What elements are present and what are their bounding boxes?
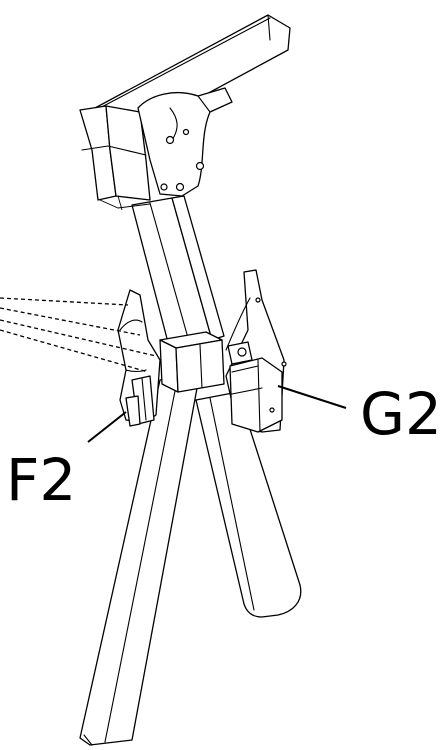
- top-head: [79, 14, 291, 211]
- collar-block: [159, 331, 225, 393]
- callout-f2: F2: [6, 446, 76, 514]
- leader-line-f2: [87, 411, 127, 443]
- rear-leg: [195, 391, 302, 618]
- leader-line-g2: [277, 385, 347, 409]
- callout-g2: G2: [360, 380, 442, 448]
- g2-bracket: [225, 269, 287, 433]
- front-leg: [79, 371, 201, 746]
- alignment-lines: [0, 297, 157, 373]
- f2-bracket: [117, 289, 161, 427]
